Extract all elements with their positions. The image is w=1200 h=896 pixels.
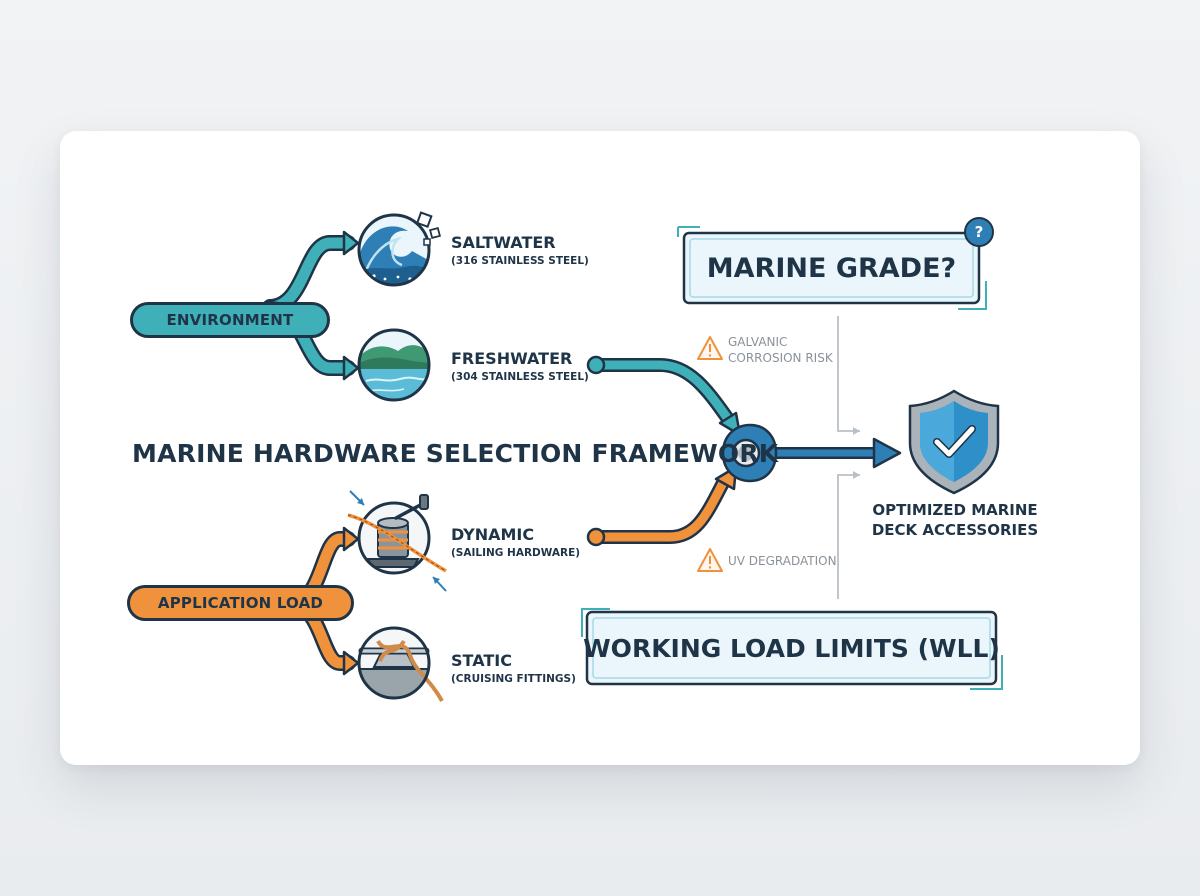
- galvanic-warning-icon: [697, 336, 723, 360]
- diagram-canvas: [262, 211, 1003, 702]
- uv-warning-icon: [697, 548, 723, 572]
- marine-grade-frame: [677, 226, 987, 310]
- shield-check-icon: [908, 389, 1000, 495]
- dynamic-subtitle: (SAILING HARDWARE): [451, 547, 581, 559]
- application-load-pill: APPLICATION LOAD: [127, 585, 354, 621]
- wave-icon: [357, 211, 442, 287]
- result-line1: OPTIMIZED MARINE: [872, 501, 1038, 519]
- freshwater-subtitle: (304 STAINLESS STEEL): [451, 371, 589, 383]
- galvanic-warning-line1: GALVANIC: [728, 335, 788, 349]
- result-text: OPTIMIZED MARINE DECK ACCESSORIES: [870, 500, 1040, 540]
- saltwater-subtitle: (316 STAINLESS STEEL): [451, 255, 589, 267]
- saltwater-title: SALTWATER: [451, 233, 556, 252]
- static-subtitle: (CRUISING FITTINGS): [451, 673, 576, 685]
- uv-warning-text: UV DEGRADATION: [728, 554, 837, 568]
- lake-icon: [357, 328, 431, 402]
- wll-frame: [581, 608, 1003, 690]
- static-title: STATIC: [451, 651, 512, 670]
- dynamic-title: DYNAMIC: [451, 525, 535, 544]
- marine-grade-label: MARINE GRADE?: [706, 252, 957, 284]
- question-badge-label: ?: [974, 223, 984, 241]
- thin-connectors: [837, 316, 860, 599]
- cleat-icon: [357, 626, 444, 702]
- freshwater-title: FRESHWATER: [451, 349, 573, 368]
- question-badge: [964, 217, 994, 247]
- winch-icon: [347, 490, 447, 592]
- merge-hub: [721, 423, 902, 483]
- environment-pill: ENVIRONMENT: [130, 302, 330, 338]
- galvanic-warning-line2: CORROSION RISK: [728, 351, 833, 365]
- wll-label: WORKING LOAD LIMITS (WLL): [583, 633, 1000, 663]
- result-line2: DECK ACCESSORIES: [871, 521, 1039, 539]
- framework-card: ENVIRONMENT APPLICATION LOAD SALTWATER (…: [60, 131, 1140, 765]
- page-title: MARINE HARDWARE SELECTION FRAMEWORK: [132, 439, 779, 468]
- merge-connectors: [586, 355, 742, 547]
